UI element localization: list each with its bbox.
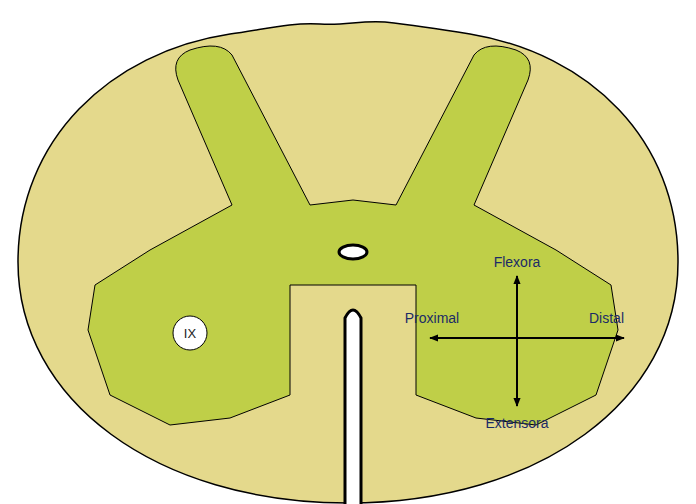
lamina-number: IX <box>184 327 196 340</box>
direction-label: Extensora <box>485 416 548 430</box>
direction-label: Flexora <box>494 255 541 269</box>
direction-label: Distal <box>589 311 624 325</box>
vertical-arrow <box>516 276 518 406</box>
median-fissure <box>345 310 361 504</box>
central-canal <box>339 245 367 259</box>
lamina-circle: IX <box>172 315 208 351</box>
horizontal-arrow <box>430 337 624 339</box>
direction-label: Proximal <box>405 311 459 325</box>
